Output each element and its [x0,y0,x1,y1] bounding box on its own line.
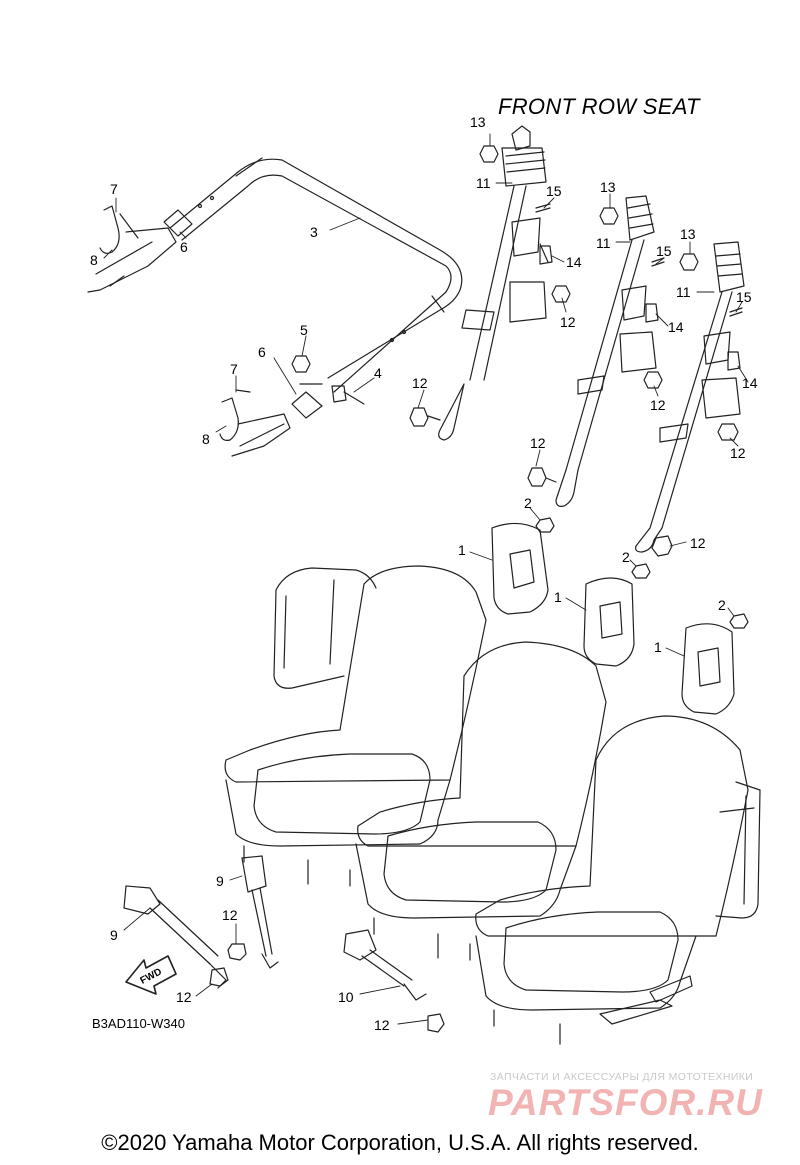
callout-4[interactable]: 4 [374,365,382,381]
callout-1[interactable]: 1 [554,589,562,605]
sleeve-lower [291,383,323,419]
callout-13[interactable]: 13 [600,179,616,195]
bolt-14-b [645,303,659,323]
callout-12[interactable]: 12 [176,989,192,1005]
seat-frame-left [273,567,377,689]
bracket-lower [219,389,291,457]
callout-1[interactable]: 1 [458,542,466,558]
callout-14[interactable]: 14 [566,254,582,270]
callout-15[interactable]: 15 [736,289,752,305]
bolt-2-b [631,563,651,579]
callout-12[interactable]: 12 [222,907,238,923]
callout-2[interactable]: 2 [622,549,630,565]
callout-7[interactable]: 7 [230,361,238,377]
callout-7[interactable]: 7 [110,181,118,197]
seat-belt-left [438,125,549,441]
seat-right [475,715,749,1045]
headrest-left [491,522,549,615]
bracket-upper-left [87,205,177,293]
seat-middle [355,641,607,961]
callout-14[interactable]: 14 [668,319,684,335]
copyright-text: ©2020 Yamaha Motor Corporation, U.S.A. A… [101,1130,699,1155]
buckle-10 [343,929,427,1001]
spring-15-a [535,203,551,213]
diagram-code: B3AD110-W340 [92,1016,185,1031]
bolt-2-c [729,613,749,629]
callout-11[interactable]: 11 [676,284,691,300]
fwd-arrow [125,955,177,995]
nut [291,355,311,373]
headrest-middle [583,577,635,667]
callout-10[interactable]: 10 [338,989,354,1005]
callout-3[interactable]: 3 [310,224,318,240]
seat-belt-middle [555,195,657,507]
headrest-right [681,623,735,715]
diagram-title: FRONT ROW SEAT [498,94,700,119]
callout-2[interactable]: 2 [718,597,726,613]
bolt-13-a [479,145,499,163]
bolt-13-c [679,253,699,271]
bolt-12-d [551,285,571,303]
bolt-12-e [643,371,663,389]
callout-11[interactable]: 11 [596,235,611,251]
spring-15-b [651,257,665,267]
callout-12[interactable]: 12 [650,397,666,413]
watermark-logo: PARTSFOR.RU [488,1082,763,1123]
bolt-12-b [527,467,557,487]
callout-9[interactable]: 9 [110,927,118,943]
callout-6[interactable]: 6 [258,344,266,360]
callout-6[interactable]: 6 [180,239,188,255]
bolt-12-i [427,1013,445,1033]
bolt-12-g [227,943,247,961]
bolt-2-a [535,517,555,533]
bolt-4 [331,385,365,405]
watermark-tagline: ЗАПЧАСТИ И АКСЕССУАРЫ ДЛЯ МОТОТЕХНИКИ [490,1071,754,1083]
seat-frame-right [715,781,761,919]
spring-15-c [729,307,743,317]
buckle-9-center [241,855,279,969]
callout-5[interactable]: 5 [300,322,308,338]
callout-12[interactable]: 12 [412,375,428,391]
sleeve-upper [163,209,193,237]
callout-8[interactable]: 8 [202,431,210,447]
bolt-13-b [599,207,619,225]
bolt-14-c [727,351,741,371]
callout-12[interactable]: 12 [374,1017,390,1033]
callout-12[interactable]: 12 [730,445,746,461]
callout-13[interactable]: 13 [470,114,486,130]
bolt-12-a [409,407,441,427]
callout-8[interactable]: 8 [90,252,98,268]
seat-left [224,565,487,887]
callout-1[interactable]: 1 [654,639,662,655]
callout-15[interactable]: 15 [656,243,672,259]
bolt-12-h [209,967,229,987]
callout-13[interactable]: 13 [680,226,696,242]
callout-15[interactable]: 15 [546,183,562,199]
callout-2[interactable]: 2 [524,495,532,511]
callout-11[interactable]: 11 [476,175,491,191]
leader-lines [103,133,749,1025]
bolt-12-f [651,535,673,557]
callout-12[interactable]: 12 [530,435,546,451]
roll-bar-tube [169,157,463,393]
bolt-14-a [539,245,553,265]
callout-14[interactable]: 14 [742,375,758,391]
bolt-12-c [717,423,739,441]
callout-12[interactable]: 12 [690,535,706,551]
seat-belt-right [635,241,745,553]
callout-12[interactable]: 12 [560,314,576,330]
callout-9[interactable]: 9 [216,873,224,889]
